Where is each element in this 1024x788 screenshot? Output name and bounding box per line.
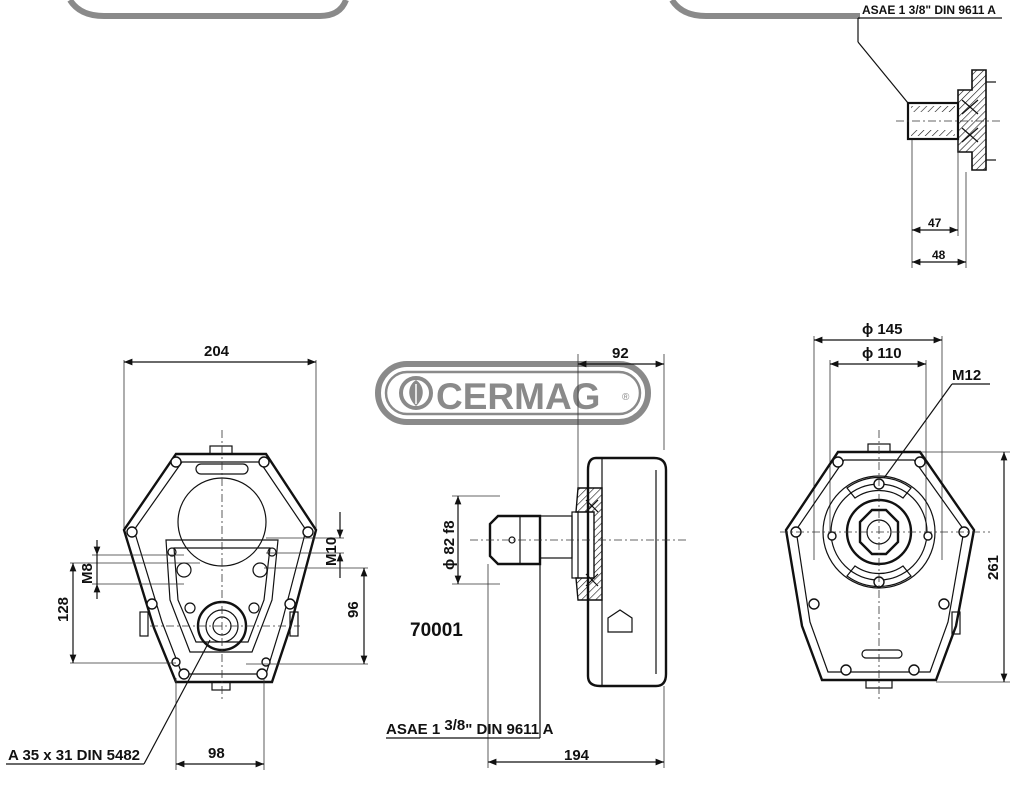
- logo-brand: CERMAG: [436, 376, 600, 417]
- shaft-callout-main: ASAE 1: [386, 721, 444, 738]
- logo-fragment-right: [669, 0, 860, 19]
- front-label-m10: M10: [323, 537, 340, 566]
- spline-callout: A 35 x 31 DIN 5482: [8, 747, 140, 764]
- side-view: [386, 354, 686, 768]
- front-label-m8: M8: [79, 563, 96, 584]
- side-dim-92: 92: [612, 345, 629, 362]
- front-dim-96: 96: [345, 601, 362, 618]
- rear-dim-145: ϕ 145: [862, 321, 902, 338]
- top-dim-48: 48: [932, 248, 946, 262]
- top-shaft-detail: [857, 17, 1002, 268]
- side-dim-194: 194: [564, 747, 590, 764]
- shaft-callout-rest: " DIN 9611 A: [465, 721, 553, 738]
- front-dim-128: 128: [55, 597, 72, 622]
- model-number: 70001: [410, 620, 463, 641]
- shaft-callout-fraction: 3/8: [444, 717, 465, 734]
- cermag-logo: CERMAG ®: [375, 361, 651, 425]
- front-dim-204: 204: [204, 343, 230, 360]
- top-dim-47: 47: [928, 216, 942, 230]
- front-dim-98: 98: [208, 745, 225, 762]
- rear-view: [780, 336, 1010, 700]
- rear-dim-261: 261: [985, 555, 1002, 580]
- top-callout: ASAE 1 3/8" DIN 9611 A: [862, 3, 996, 17]
- side-dim-diameter: ϕ 82 f8: [441, 520, 458, 570]
- rear-label-m12: M12: [952, 367, 981, 384]
- front-view: [6, 358, 368, 770]
- rear-dim-110: ϕ 110: [862, 345, 902, 362]
- logo-fragment-left: [67, 0, 349, 19]
- shaft-callout: ASAE 1 3/8" DIN 9611 A: [386, 717, 554, 738]
- logo-registered: ®: [622, 392, 630, 403]
